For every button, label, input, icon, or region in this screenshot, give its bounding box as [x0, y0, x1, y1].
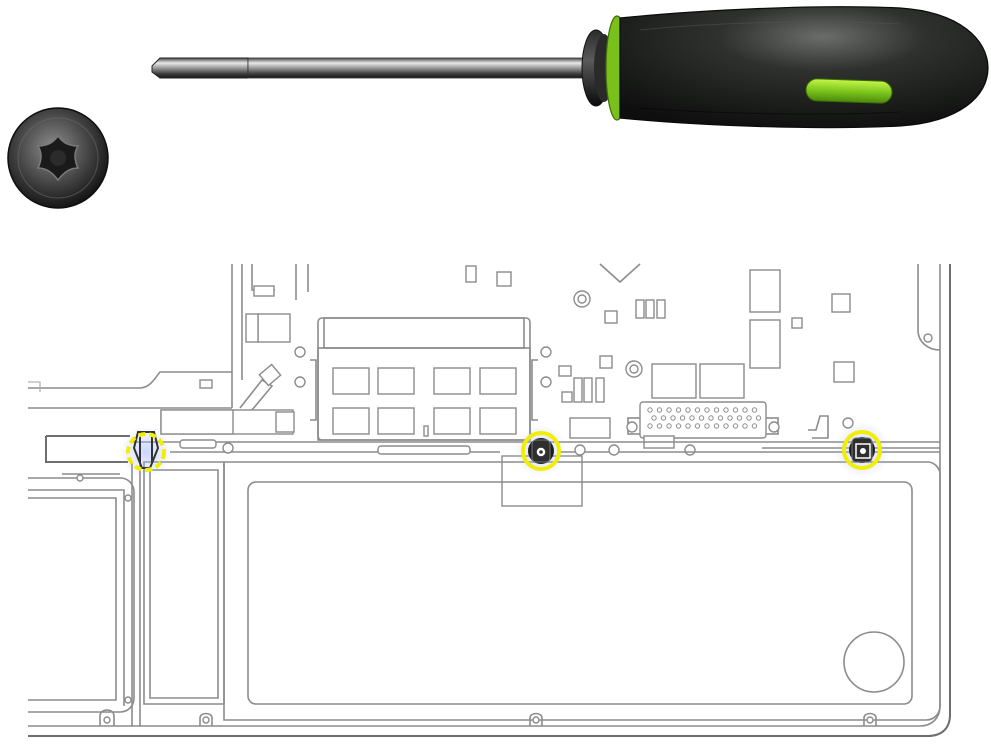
memory-slot: [294, 317, 552, 441]
connector-pin: [685, 407, 691, 413]
left-screw-highlight: [120, 426, 172, 478]
battery-rail: [45, 435, 940, 507]
connector-pin: [685, 423, 691, 429]
screw-highlights: [120, 422, 890, 478]
connector-pin: [660, 415, 667, 421]
connector-pin: [723, 407, 729, 413]
connector-pin: [656, 407, 663, 413]
connector-pin: [732, 407, 739, 413]
connector-pin: [666, 407, 672, 413]
connector-pin: [713, 423, 720, 429]
connector-pin: [713, 407, 720, 413]
connector-pin: [698, 415, 705, 421]
center-screw-highlight: [515, 425, 567, 477]
grip-insert: [805, 78, 893, 104]
connector-pin: [694, 407, 701, 413]
connector-pin: [746, 415, 752, 421]
connector-pin: [670, 415, 676, 421]
connector-pin: [689, 415, 695, 421]
connector-pin: [666, 423, 672, 429]
connector-pin: [675, 423, 682, 429]
connector-pin: [647, 407, 653, 413]
connector-pin: [656, 423, 663, 429]
connector-pin: [704, 423, 710, 429]
connector-pin: [736, 415, 743, 421]
board-components: [160, 263, 855, 435]
right-screw-highlight: [834, 422, 890, 478]
connector-pin: [742, 407, 748, 413]
connector-pin: [694, 423, 701, 429]
connector-pin: [727, 415, 733, 421]
connector-pin: [723, 423, 729, 429]
connector-pin: [751, 407, 758, 413]
connector-pin: [679, 415, 686, 421]
torx-screw-icon: [7, 107, 109, 209]
connector-pin: [755, 415, 762, 421]
connector-pin: [751, 423, 758, 429]
connector-pin: [742, 423, 748, 429]
connector-pin: [704, 407, 710, 413]
connector-pin: [717, 415, 724, 421]
connector-pin: [675, 407, 682, 413]
connector-pin: [647, 423, 653, 429]
connector-pin: [732, 423, 739, 429]
drive-bay: [28, 462, 141, 726]
battery: [143, 461, 941, 726]
case-outline: [28, 264, 951, 737]
torx-screwdriver: [151, 6, 989, 129]
connector-pin: [651, 415, 657, 421]
connector-pin: [708, 415, 714, 421]
